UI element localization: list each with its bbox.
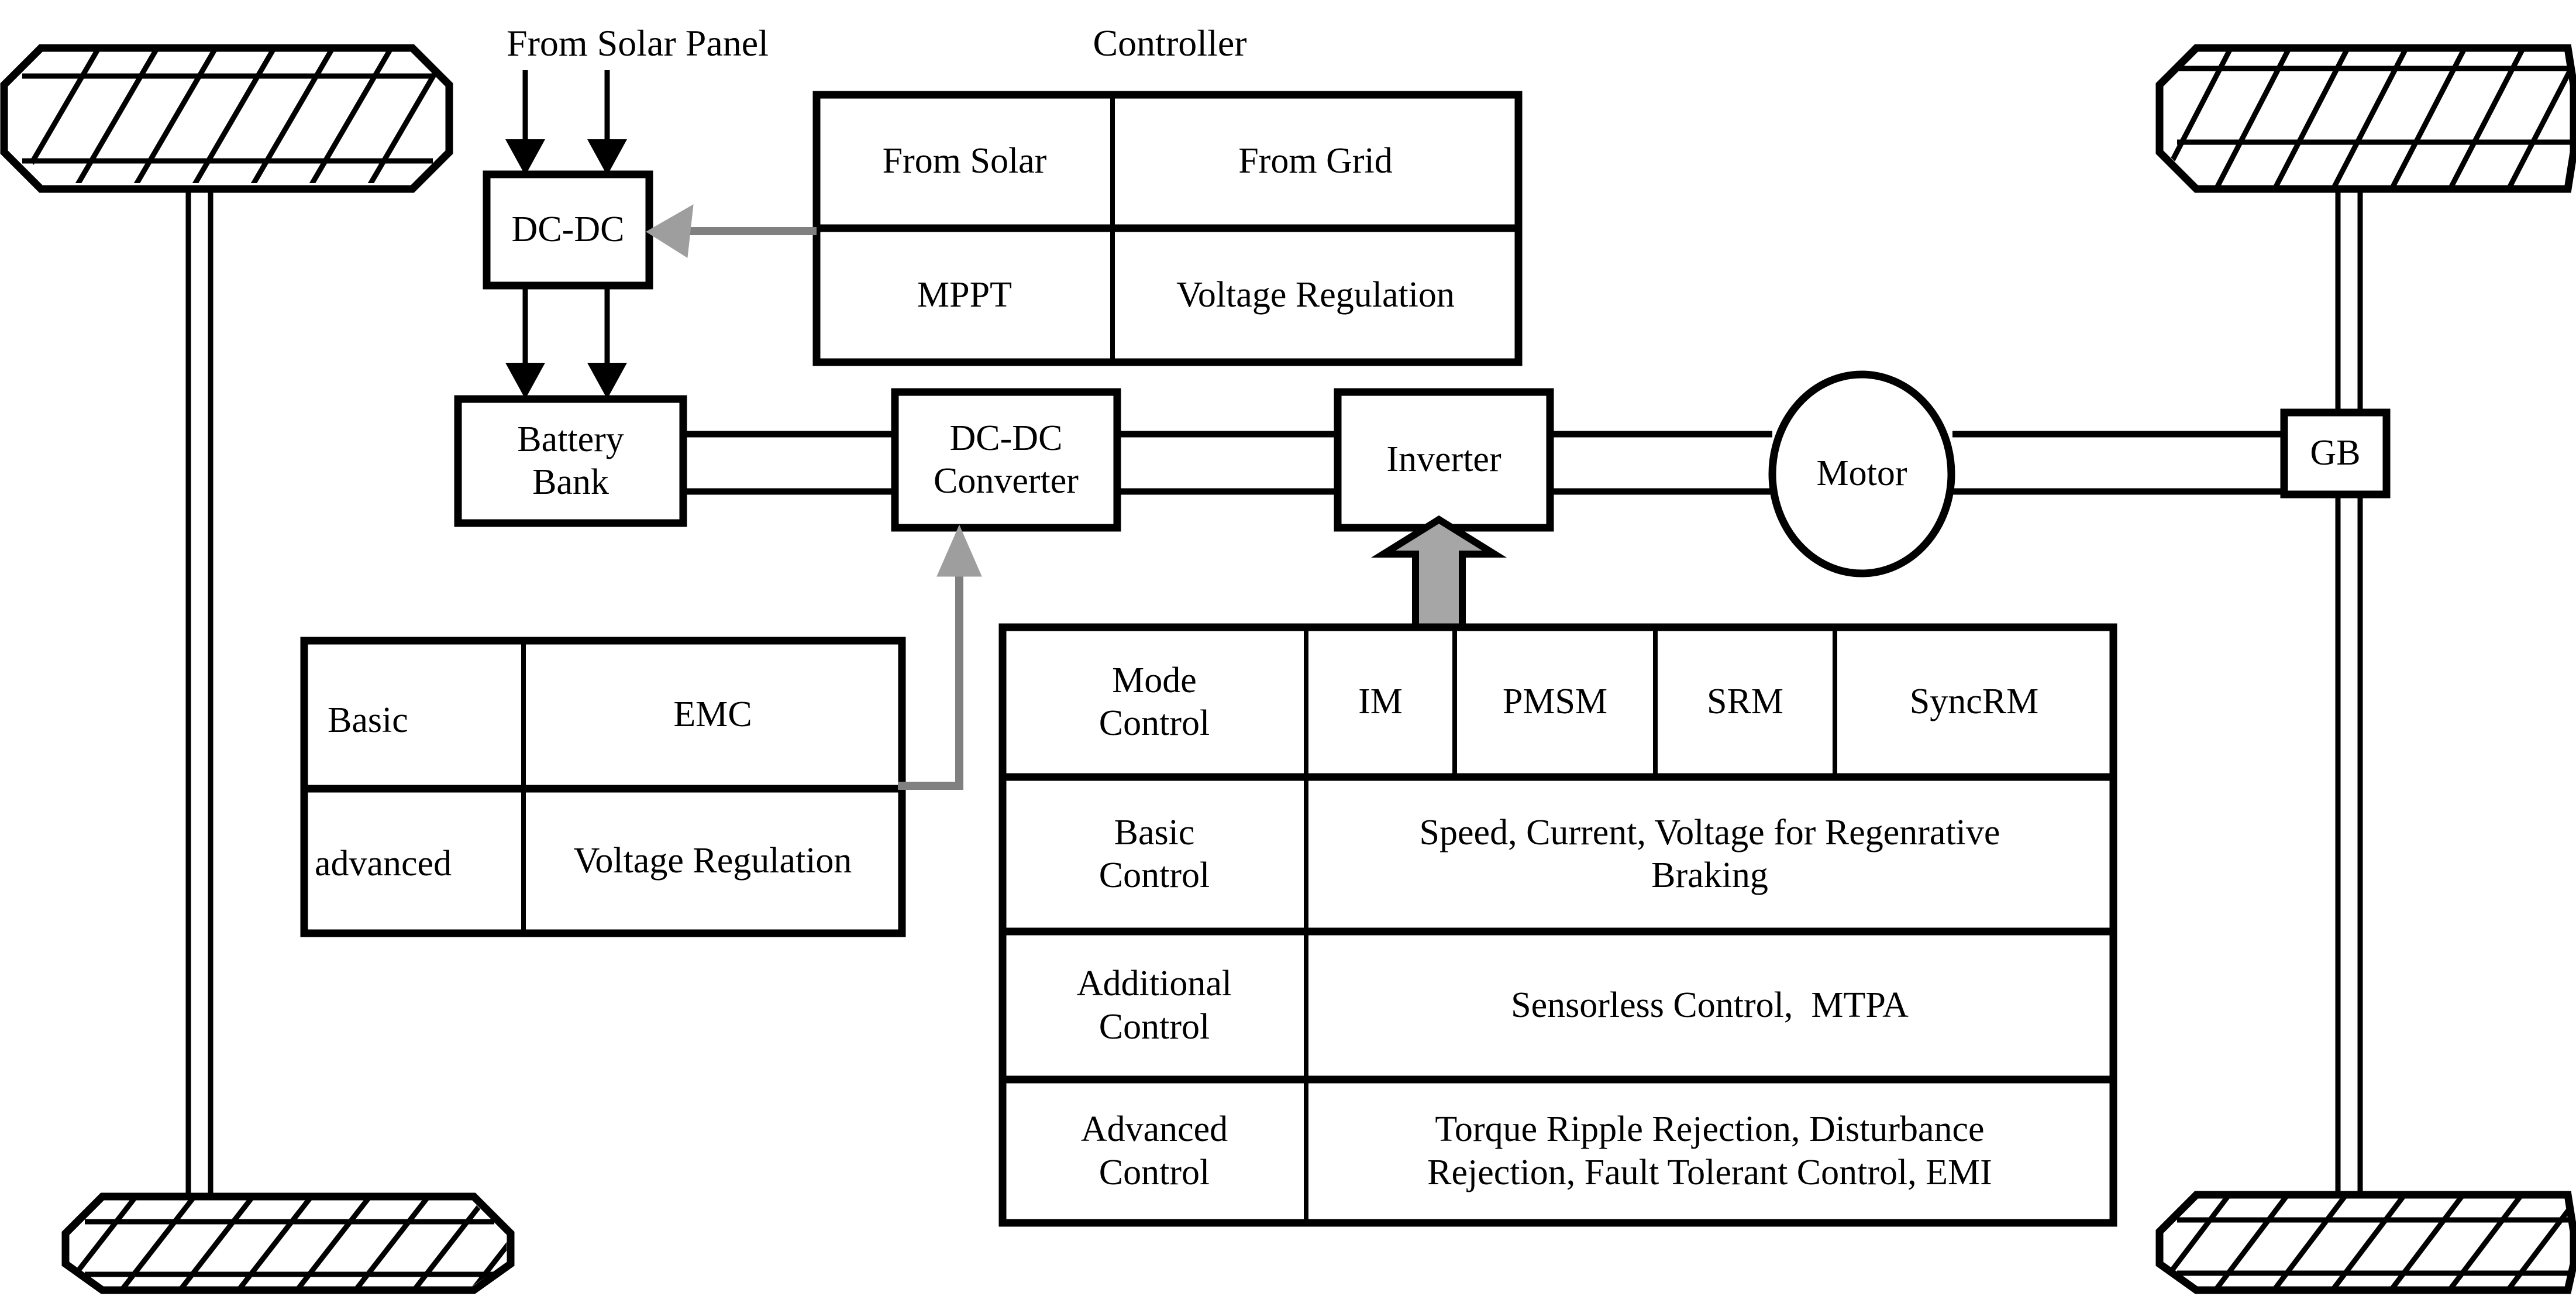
motor-control-table-frame <box>998 623 2117 1227</box>
block-dcdc-converter[interactable] <box>891 388 1121 532</box>
block-battery-bank[interactable] <box>454 395 687 527</box>
converter-control-arrow <box>898 524 982 790</box>
block-inverter[interactable] <box>1334 388 1554 532</box>
axle-left <box>185 107 213 1194</box>
wheel-front-right <box>2155 44 2576 193</box>
solar-input-arrows <box>505 70 627 176</box>
bus-inverter-motor <box>1550 431 1772 495</box>
block-motor[interactable] <box>1768 370 1955 577</box>
controller-table-frame <box>812 91 1523 366</box>
dcdc-to-battery-arrows <box>505 285 627 399</box>
shaft-motor-gearbox <box>1952 431 2284 495</box>
block-dcdc[interactable] <box>483 170 653 290</box>
axle-right <box>2335 108 2363 1194</box>
converter-feature-table-frame <box>300 637 906 937</box>
inverter-control-arrow[interactable] <box>1370 515 1507 631</box>
wheel-rear-right <box>2155 1191 2576 1294</box>
bus-battery-converter <box>683 431 895 495</box>
bus-converter-inverter <box>1117 431 1338 495</box>
block-gearbox[interactable] <box>2280 408 2391 499</box>
wheel-front-left <box>0 44 453 193</box>
wheel-rear-left <box>61 1192 515 1294</box>
controller-link-arrow <box>646 204 817 258</box>
